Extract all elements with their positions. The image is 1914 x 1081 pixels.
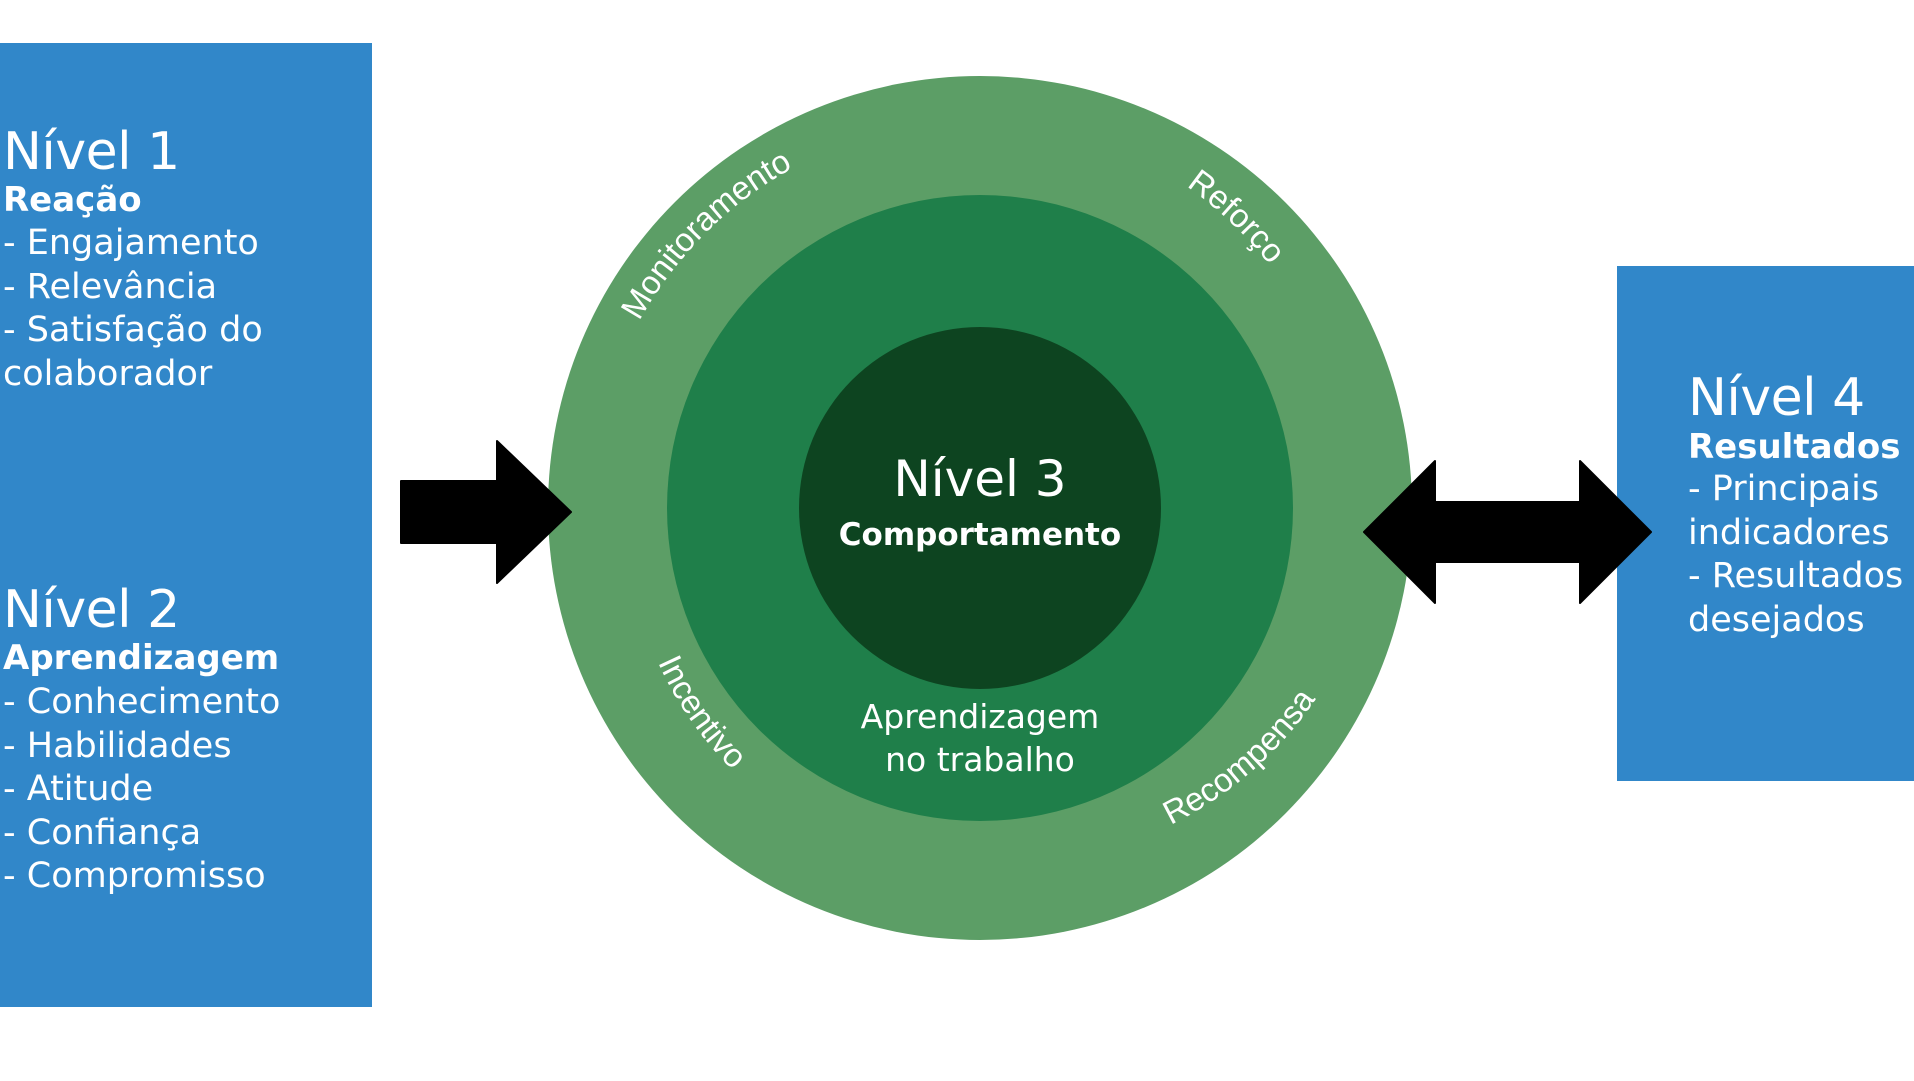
list-item: - Confiança xyxy=(3,812,202,853)
list-item: desejados xyxy=(1688,599,1865,640)
core-circle xyxy=(799,327,1161,689)
level4-subtitle: Resultados xyxy=(1688,427,1901,467)
level2-title: Nível 2 xyxy=(3,580,180,640)
inner-label-line2: no trabalho xyxy=(885,740,1075,779)
level1-title: Nível 1 xyxy=(3,122,180,182)
list-item: - Satisfação do xyxy=(3,310,263,350)
list-item: - Conhecimento xyxy=(3,682,281,722)
list-item: - Relevância xyxy=(3,266,218,307)
double-arrow-icon xyxy=(1363,460,1652,604)
list-item: colaborador xyxy=(3,353,213,394)
level2-list: - Conhecimento - Habilidades - Atitude -… xyxy=(3,681,280,899)
list-item: - Compromisso xyxy=(3,856,266,896)
level2-subtitle: Aprendizagem xyxy=(3,638,280,678)
level4-list: - Principais indicadores - Resultados de… xyxy=(1688,468,1914,642)
list-item: indicadores xyxy=(1688,512,1890,553)
list-item: - Engajamento xyxy=(3,223,259,263)
level1-list: - Engajamento - Relevância - Satisfação … xyxy=(3,222,263,396)
level3-subtitle: Comportamento xyxy=(839,517,1121,553)
list-item: - Atitude xyxy=(3,769,154,809)
list-item: - Habilidades xyxy=(3,725,232,766)
list-item: - Resultados xyxy=(1688,556,1904,596)
left-panel xyxy=(0,43,372,1007)
right-arrow-icon xyxy=(400,440,572,584)
right-panel xyxy=(1617,266,1914,781)
inner-label-line1: Aprendizagem xyxy=(861,697,1100,736)
level4-title: Nível 4 xyxy=(1688,368,1865,428)
list-item: - Principais xyxy=(1688,469,1880,509)
level1-subtitle: Reação xyxy=(3,180,142,220)
level3-title: Nível 3 xyxy=(893,450,1066,508)
